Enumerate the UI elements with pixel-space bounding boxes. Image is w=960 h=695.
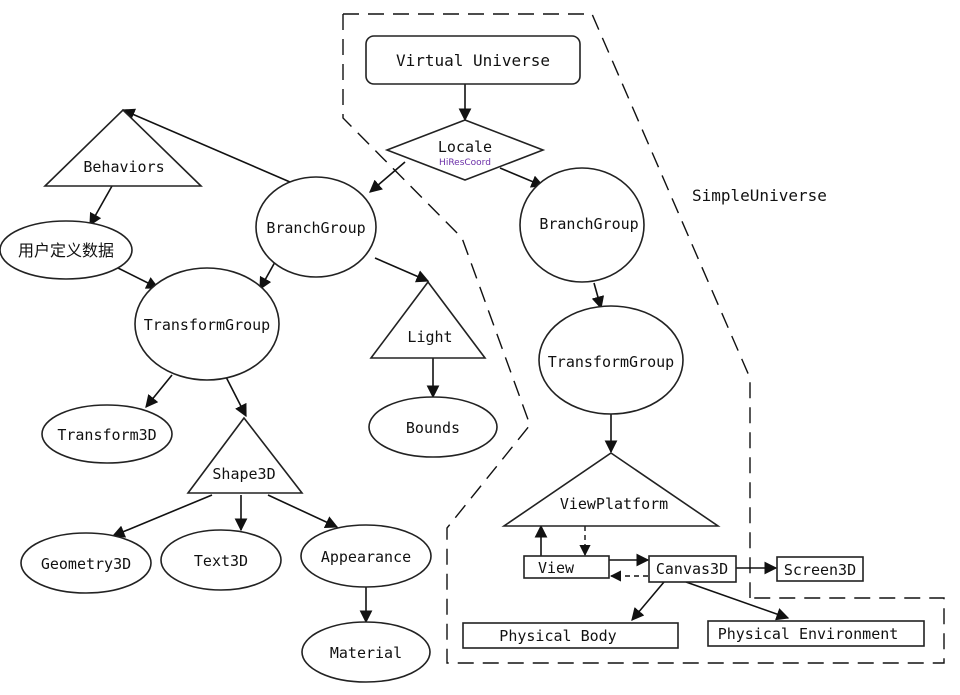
edges xyxy=(89,84,790,624)
node-canvas3d: Canvas3D xyxy=(648,555,737,583)
locale-label: Locale xyxy=(438,138,492,156)
node-virtual-universe: Virtual Universe xyxy=(365,35,581,85)
node-viewplatform: ViewPlatform xyxy=(501,452,721,527)
branchgroup-right-label: BranchGroup xyxy=(539,215,638,233)
hires-coord-label: HiResCoord xyxy=(439,158,491,168)
text3d-label: Text3D xyxy=(194,552,248,570)
simple-universe-boundary xyxy=(342,13,945,664)
edge-branchgroup-light xyxy=(374,257,430,283)
user-data-label: 用户定义数据 xyxy=(18,241,114,260)
branchgroup-left-label: BranchGroup xyxy=(266,219,365,237)
node-geometry3d: Geometry3D xyxy=(20,532,152,594)
node-locale: Locale HiResCoord xyxy=(384,119,546,181)
shape3d-label: Shape3D xyxy=(212,465,275,483)
edge-canvas3d-physical-environment xyxy=(685,581,790,621)
viewplatform-label: ViewPlatform xyxy=(560,495,668,513)
edge-shape3d-appearance xyxy=(267,494,339,528)
edge-branchgroup-transformgroup-right xyxy=(591,282,605,310)
node-behaviors: Behaviors xyxy=(43,108,203,187)
node-transformgroup-right: TransformGroup xyxy=(538,305,684,415)
bounds-label: Bounds xyxy=(406,419,460,437)
edge-transformgroup-transform3d xyxy=(145,374,173,408)
node-view: View xyxy=(523,555,610,579)
node-shape3d: Shape3D xyxy=(186,416,304,494)
node-branchgroup-right: BranchGroup xyxy=(519,167,645,283)
physical-body-label: Physical Body xyxy=(499,627,616,645)
transformgroup-left-label: TransformGroup xyxy=(144,316,270,334)
node-light: Light xyxy=(369,280,487,359)
simple-universe-label: SimpleUniverse xyxy=(692,186,827,205)
transformgroup-right-label: TransformGroup xyxy=(548,353,674,371)
geometry3d-label: Geometry3D xyxy=(41,555,131,573)
behaviors-label: Behaviors xyxy=(83,158,164,176)
edge-branchgroup-behaviors xyxy=(121,108,291,183)
material-label: Material xyxy=(330,644,402,662)
node-branchgroup-left: BranchGroup xyxy=(255,176,377,278)
screen3d-label: Screen3D xyxy=(784,561,856,579)
node-transformgroup-left: TransformGroup xyxy=(134,267,280,381)
node-physical-body: Physical Body xyxy=(462,622,679,649)
light-label: Light xyxy=(407,328,452,346)
edge-locale-branchgroup-right xyxy=(499,167,545,188)
appearance-label: Appearance xyxy=(321,548,411,566)
node-user-data: 用户定义数据 xyxy=(0,220,133,280)
physical-environment-label: Physical Environment xyxy=(718,625,899,643)
view-label: View xyxy=(538,559,575,577)
edge-behaviors-userdata xyxy=(89,185,113,227)
canvas3d-label: Canvas3D xyxy=(656,560,728,578)
node-material: Material xyxy=(301,621,431,683)
node-screen3d: Screen3D xyxy=(776,556,864,582)
edge-transformgroup-shape3d xyxy=(224,374,247,418)
edge-locale-branchgroup-left xyxy=(369,161,406,193)
node-text3d: Text3D xyxy=(160,529,282,591)
edge-shape3d-geometry3d xyxy=(111,494,213,538)
edge-userdata-transformgroup xyxy=(117,267,160,289)
node-appearance: Appearance xyxy=(300,524,432,588)
transform3d-label: Transform3D xyxy=(57,426,156,444)
node-bounds: Bounds xyxy=(368,396,498,458)
node-transform3d: Transform3D xyxy=(41,404,173,464)
edge-canvas3d-physical-body xyxy=(631,581,665,621)
node-physical-environment: Physical Environment xyxy=(707,620,925,647)
virtual-universe-label: Virtual Universe xyxy=(396,51,550,70)
